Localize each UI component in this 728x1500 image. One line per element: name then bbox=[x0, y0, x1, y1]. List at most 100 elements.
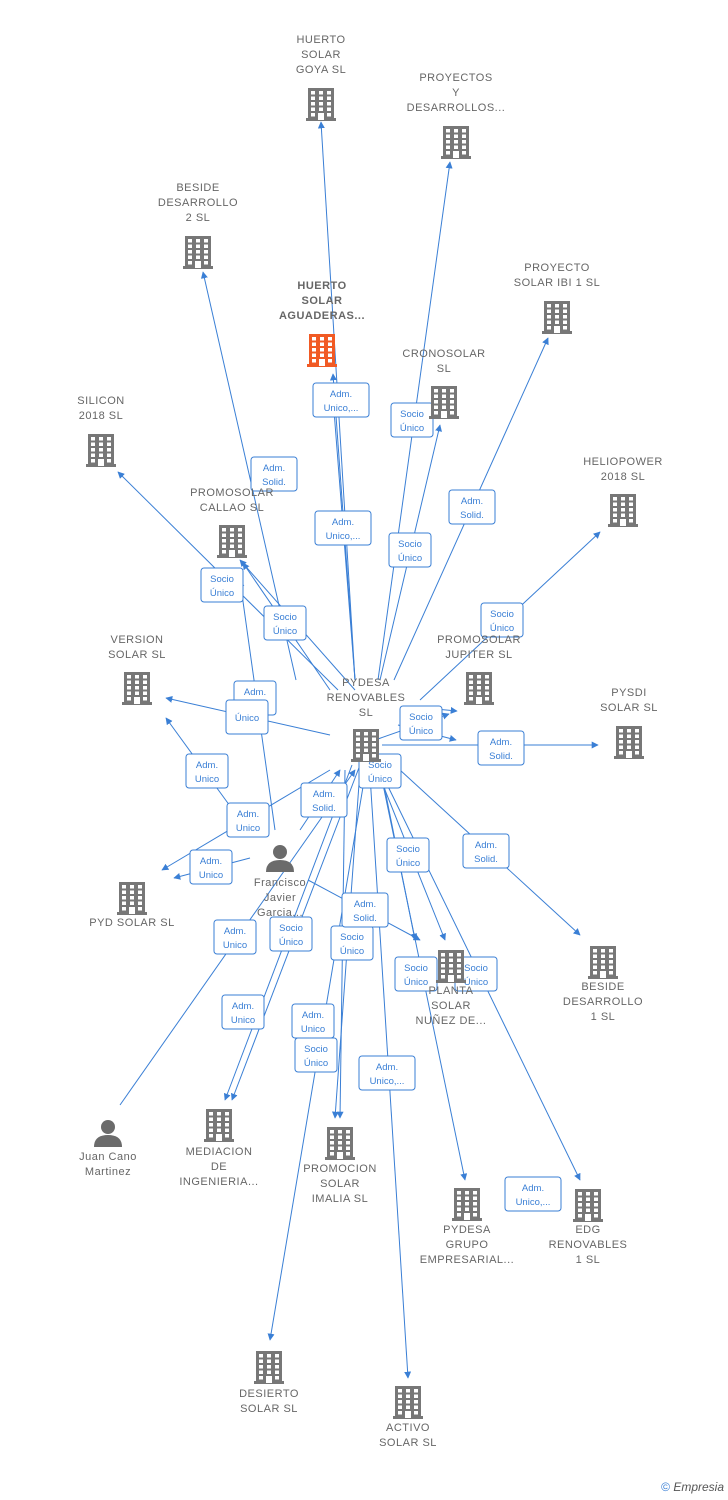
node-label-line: SILICON bbox=[77, 395, 125, 407]
relation-badge-text: Adm. bbox=[490, 737, 512, 748]
node-mediacion[interactable]: MEDIACIONDEINGENIERIA... bbox=[179, 1109, 258, 1188]
relation-badge[interactable]: Adm.Solid. bbox=[448, 489, 496, 525]
relation-badge[interactable]: Adm.Unico bbox=[221, 994, 265, 1030]
relation-badge[interactable]: Adm.Unico bbox=[185, 753, 229, 789]
node-label-line: Martinez bbox=[85, 1166, 131, 1178]
node-francisco[interactable]: FranciscoJavierGarcia... bbox=[254, 845, 306, 919]
relation-badge-text: Unico bbox=[223, 940, 247, 951]
relation-badge[interactable]: Adm.Unico bbox=[291, 1003, 335, 1039]
relation-badge-text: Socio bbox=[404, 963, 428, 974]
node-label-line: DESIERTO bbox=[239, 1388, 299, 1400]
relation-badge-text: Adm. bbox=[244, 687, 266, 698]
relation-badge-text: Socio bbox=[398, 539, 422, 550]
relation-badge[interactable]: Adm. Solid. bbox=[250, 456, 298, 492]
relation-badge-text: Solid. bbox=[353, 913, 377, 924]
building-icon bbox=[183, 236, 213, 269]
relation-badge-text: Adm. bbox=[200, 856, 222, 867]
relation-badge[interactable]: Adm.Unico,... bbox=[504, 1176, 562, 1212]
node-label-line: JUPITER SL bbox=[445, 649, 512, 661]
relation-badge[interactable]: Adm.Unico bbox=[226, 802, 270, 838]
relation-badge[interactable]: Adm.Unico,... bbox=[314, 510, 372, 546]
relation-badge-text: Único bbox=[396, 858, 420, 869]
building-icon bbox=[614, 726, 644, 759]
building-icon bbox=[452, 1188, 482, 1221]
node-label-line: EMPRESARIAL... bbox=[420, 1254, 514, 1266]
relation-badge-text: Solid. bbox=[489, 751, 513, 762]
node-label-line: SOLAR bbox=[301, 49, 341, 61]
relation-badge[interactable]: Adm. Solid. bbox=[477, 730, 525, 766]
relation-badge[interactable]: Adm.Solid. bbox=[341, 892, 389, 928]
node-label-line: SOLAR SL bbox=[379, 1437, 437, 1449]
relation-badge[interactable]: Adm.Unico bbox=[213, 919, 257, 955]
node-proyectos[interactable]: PROYECTOSYDESARROLLOS... bbox=[407, 72, 506, 159]
node-huerto-aguaderas[interactable]: HUERTOSOLARAGUADERAS... bbox=[279, 280, 365, 367]
building-icon bbox=[117, 882, 147, 915]
relation-badge[interactable]: Adm.Unico bbox=[189, 849, 233, 885]
building-icon bbox=[325, 1127, 355, 1160]
node-pydesa-grupo[interactable]: PYDESAGRUPOEMPRESARIAL... bbox=[420, 1188, 514, 1266]
relation-badge[interactable]: Adm.Unico,... bbox=[312, 382, 370, 418]
node-label-line: Francisco bbox=[254, 877, 306, 889]
building-icon bbox=[588, 946, 618, 979]
person-icon bbox=[266, 845, 294, 872]
brand-name: Empresia bbox=[673, 1480, 724, 1494]
node-pyd-solar[interactable]: PYD SOLAR SL bbox=[89, 882, 174, 929]
relation-badge-text: Único bbox=[398, 553, 422, 564]
relation-badge-text: Unico bbox=[195, 774, 219, 785]
building-icon bbox=[122, 672, 152, 705]
empresia-footer[interactable]: © Empresia bbox=[661, 1480, 724, 1494]
building-icon bbox=[429, 386, 459, 419]
relation-badge[interactable]: Adm.Unico,... bbox=[358, 1055, 416, 1091]
relation-badge[interactable]: Adm.Solid. bbox=[462, 833, 510, 869]
relation-badge[interactable]: Único bbox=[225, 699, 269, 735]
node-label-line: SOLAR SL bbox=[108, 649, 166, 661]
building-icon bbox=[254, 1351, 284, 1384]
relation-badge-text: Adm. bbox=[332, 517, 354, 528]
node-label-line: GRUPO bbox=[446, 1239, 489, 1251]
node-label-line: AGUADERAS... bbox=[279, 310, 365, 322]
relation-badge-text: Adm. bbox=[263, 463, 285, 474]
relation-badge-text: Adm. bbox=[313, 789, 335, 800]
relation-badge-text: Único bbox=[235, 713, 259, 724]
relation-badge-text: Socio bbox=[396, 844, 420, 855]
node-label-line: 2 SL bbox=[186, 212, 211, 224]
relation-badge-text: Unico,... bbox=[516, 1197, 551, 1208]
relation-badge[interactable]: Adm.Solid. bbox=[300, 782, 348, 818]
node-label-line: BESIDE bbox=[176, 182, 219, 194]
node-label-line: CRONOSOLAR bbox=[402, 348, 485, 360]
node-label-line: BESIDE bbox=[581, 981, 624, 993]
node-label-line: HUERTO bbox=[297, 280, 346, 292]
relation-badge-text: Solid. bbox=[262, 477, 286, 488]
